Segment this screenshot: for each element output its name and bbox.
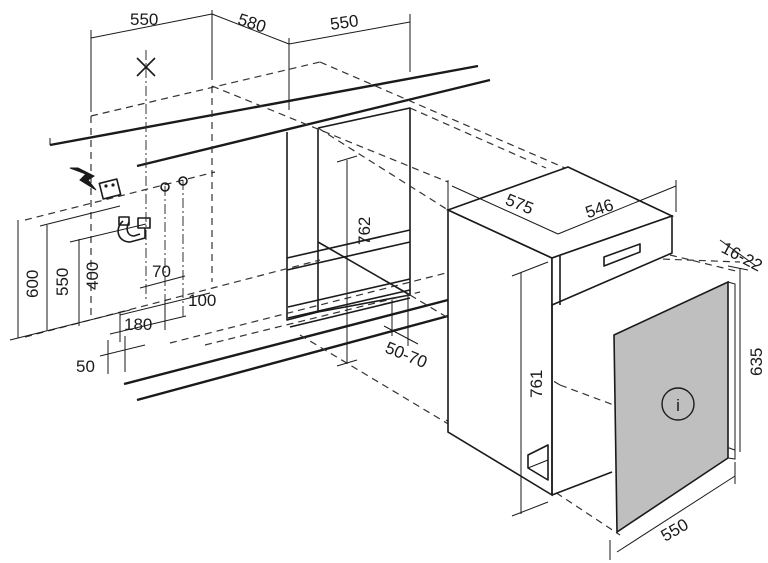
dishwasher-body xyxy=(445,166,675,497)
dimension-lines xyxy=(9,10,757,560)
dim-machine-height-761: 761 xyxy=(527,370,546,398)
dim-offset-180: 180 xyxy=(124,315,152,334)
dim-height-550: 550 xyxy=(53,268,72,296)
dim-niche-height-762: 762 xyxy=(355,217,374,245)
dim-height-600: 600 xyxy=(23,270,42,298)
dim-offset-70: 70 xyxy=(152,262,171,281)
dim-door-height-635: 635 xyxy=(747,348,766,376)
lightning-icon xyxy=(69,167,97,191)
dim-top-right-550: 550 xyxy=(329,11,360,34)
info-icon: i xyxy=(661,387,695,421)
dim-height-400: 400 xyxy=(83,262,102,290)
drain-trap-icon xyxy=(117,216,151,243)
worktop xyxy=(49,64,491,168)
cross-mark-icon xyxy=(136,57,156,77)
cabinet-niche xyxy=(286,107,411,328)
dim-plinth-50-70: 50-70 xyxy=(383,338,430,372)
dim-offset-50: 50 xyxy=(76,357,95,376)
dim-door-width-550: 550 xyxy=(658,515,692,546)
door-panel: i xyxy=(613,280,736,534)
dim-offset-100: 100 xyxy=(188,291,216,310)
floor-lines xyxy=(123,298,449,402)
dim-door-thickness-16-22: 16-22 xyxy=(718,238,765,275)
utility-connections xyxy=(69,50,188,320)
dim-top-middle-580: 580 xyxy=(235,10,268,37)
dim-top-left-550: 550 xyxy=(130,10,158,29)
info-symbol: i xyxy=(676,396,680,415)
